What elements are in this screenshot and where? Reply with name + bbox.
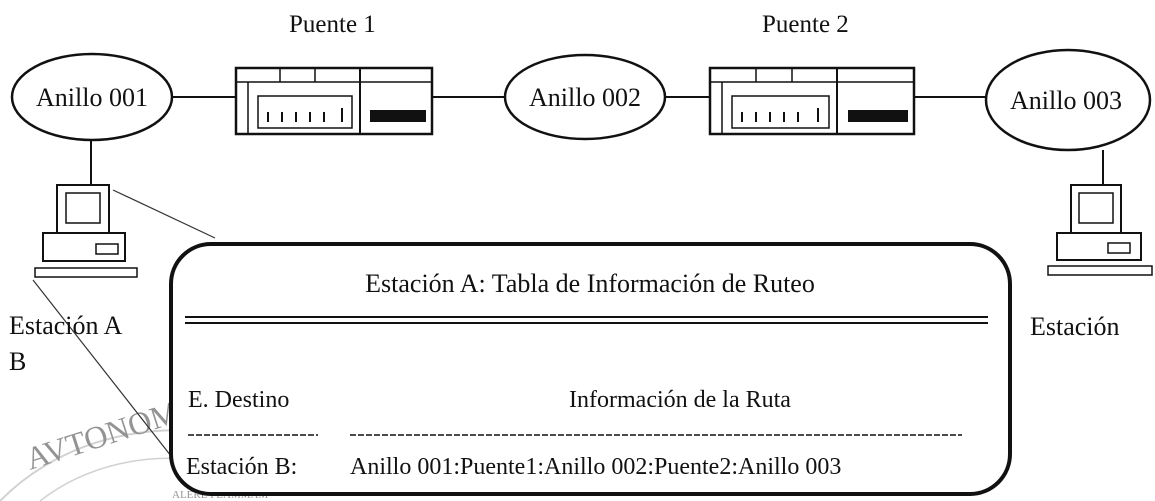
column-header-route: Información de la Ruta [569, 387, 791, 413]
ring-001: Anillo 001 [10, 52, 174, 142]
station-b-computer-icon [1047, 184, 1153, 276]
ring-002: Anillo 002 [503, 53, 667, 141]
ring-003: Anillo 003 [984, 48, 1152, 152]
bridge-2-label: Puente 2 [762, 11, 849, 38]
station-a-computer-icon [34, 184, 138, 278]
bridge-1-label: Puente 1 [289, 11, 376, 38]
station-a-label: Estación A [9, 311, 123, 340]
station-a-label-b: B [9, 347, 26, 376]
ring-001-label: Anillo 001 [36, 83, 148, 112]
ring-002-label: Anillo 002 [529, 83, 641, 112]
routing-table: Estación A: Tabla de Información de Rute… [169, 242, 1012, 496]
row-route: Anillo 001:Puente1:Anillo 002:Puente2:An… [350, 454, 841, 480]
row-destination: Estación B: [186, 454, 297, 480]
routing-table-title: Estación A: Tabla de Información de Rute… [365, 269, 815, 298]
network-links [90, 96, 1104, 185]
column-header-destination: E. Destino [188, 387, 289, 413]
station-right-label: Estación [1030, 312, 1120, 341]
callout-lines [32, 189, 216, 471]
ring-003-label: Anillo 003 [1010, 86, 1122, 115]
bridge-1-device [234, 66, 434, 136]
bridge-2-device [708, 66, 916, 136]
